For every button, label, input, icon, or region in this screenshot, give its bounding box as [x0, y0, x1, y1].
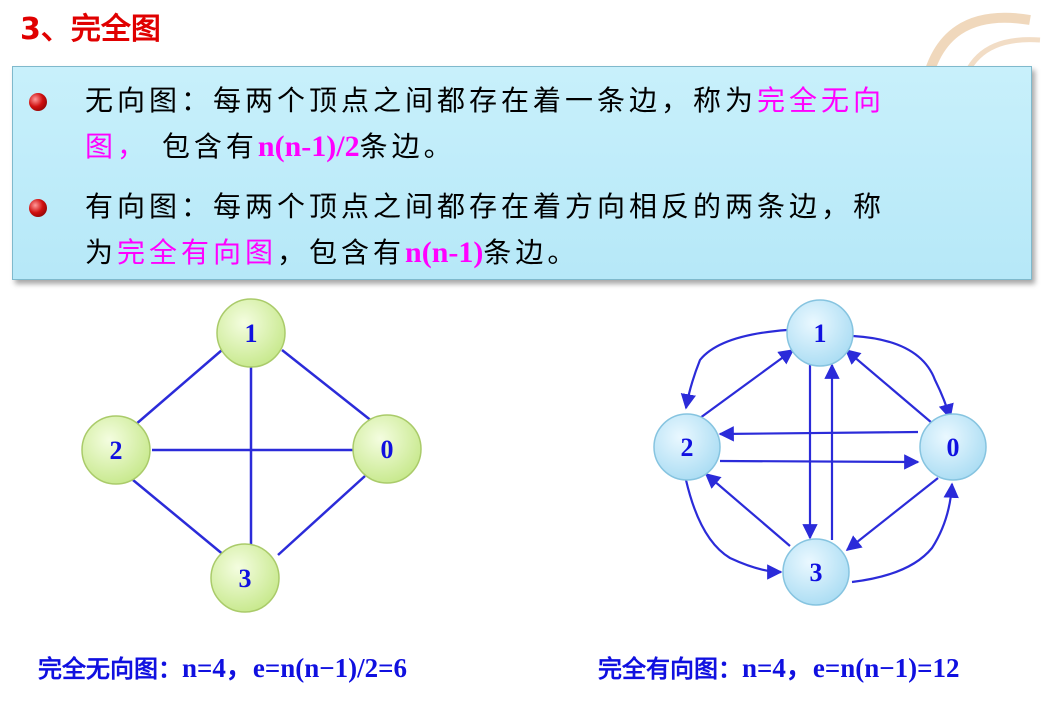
bullet-icon — [29, 199, 47, 217]
arc-0-2 — [718, 426, 919, 442]
arc-2-0 — [719, 454, 920, 470]
bullet-2-text-2: 为 — [85, 236, 118, 269]
node-label: 0 — [947, 433, 960, 462]
bullet-1-line-2: 图， 包含有n(n-1)/2条边。 — [85, 125, 456, 165]
bullet-1-highlight-a: 完全无向 — [757, 84, 886, 117]
node-label: 1 — [814, 319, 827, 348]
bullet-2-line-2: 为完全有向图，包含有n(n-1)条边。 — [85, 231, 579, 271]
directed-caption: 完全有向图：n=4，e=n(n−1)=12 — [598, 646, 960, 685]
bullet-2-mid: ，包含有 — [277, 236, 406, 269]
directed-node-1: 1 — [786, 299, 854, 367]
node-label: 2 — [681, 433, 694, 462]
directed-caption-formula: n=4，e=n(n−1)=12 — [742, 653, 960, 683]
arc-1-2 — [680, 328, 788, 410]
directed-arcs — [680, 328, 959, 584]
bullet-1-text-2: 包含有 — [149, 130, 258, 163]
arc-3-2 — [704, 472, 791, 547]
edge-2-3 — [132, 479, 226, 557]
arc-1-0 — [852, 334, 954, 420]
undirected-caption-label: 完全无向图： — [38, 654, 182, 683]
slide-title: 3、完全图 — [20, 12, 161, 47]
bullet-icon — [29, 93, 47, 111]
arc-0-3 — [845, 477, 939, 551]
node-label: 1 — [245, 319, 258, 348]
edge-1-2 — [134, 349, 223, 426]
directed-caption-label: 完全有向图： — [598, 654, 742, 683]
arc-0-1 — [844, 349, 933, 424]
bullet-2-tail: 条边。 — [483, 236, 580, 269]
undirected-node-2: 2 — [81, 415, 151, 485]
node-label: 0 — [381, 435, 394, 464]
bullet-2-line-1: 有向图：每两个顶点之间都存在着方向相反的两条边，称 — [85, 185, 885, 225]
undirected-caption: 完全无向图：n=4，e=n(n−1)/2=6 — [38, 646, 407, 685]
arc-2-3 — [684, 479, 783, 580]
undirected-node-3: 3 — [210, 543, 280, 613]
node-label: 3 — [810, 558, 823, 587]
node-label: 2 — [110, 436, 123, 465]
arc-2-1 — [699, 349, 795, 419]
bullet-1-line-1: 无向图：每两个顶点之间都存在着一条边，称为完全无向 — [85, 79, 885, 119]
edge-1-0 — [281, 349, 374, 423]
bullet-1-formula: n(n-1)/2 — [257, 130, 360, 163]
bullet-1-highlight-b: 图， — [85, 130, 150, 163]
edge-0-3 — [277, 475, 366, 556]
bullet-2-text: 有向图：每两个顶点之间都存在着方向相反的两条边，称 — [85, 190, 886, 223]
directed-node-0: 0 — [919, 413, 987, 481]
undirected-node-1: 1 — [216, 298, 286, 368]
node-label: 3 — [239, 564, 252, 593]
undirected-node-0: 0 — [352, 414, 422, 484]
bullet-2-highlight: 完全有向图 — [117, 236, 278, 269]
definition-box: 无向图：每两个顶点之间都存在着一条边，称为完全无向 图， 包含有n(n-1)/2… — [12, 66, 1032, 280]
directed-node-3: 3 — [782, 538, 850, 606]
bullet-2-formula: n(n-1) — [405, 236, 484, 269]
directed-node-2: 2 — [653, 413, 721, 481]
bullet-1-tail: 条边。 — [359, 130, 456, 163]
bullet-1-text: 无向图：每两个顶点之间都存在着一条边，称为 — [85, 84, 758, 117]
undirected-edges — [132, 349, 374, 557]
undirected-caption-formula: n=4，e=n(n−1)/2=6 — [182, 653, 408, 683]
arc-3-0 — [851, 482, 959, 584]
